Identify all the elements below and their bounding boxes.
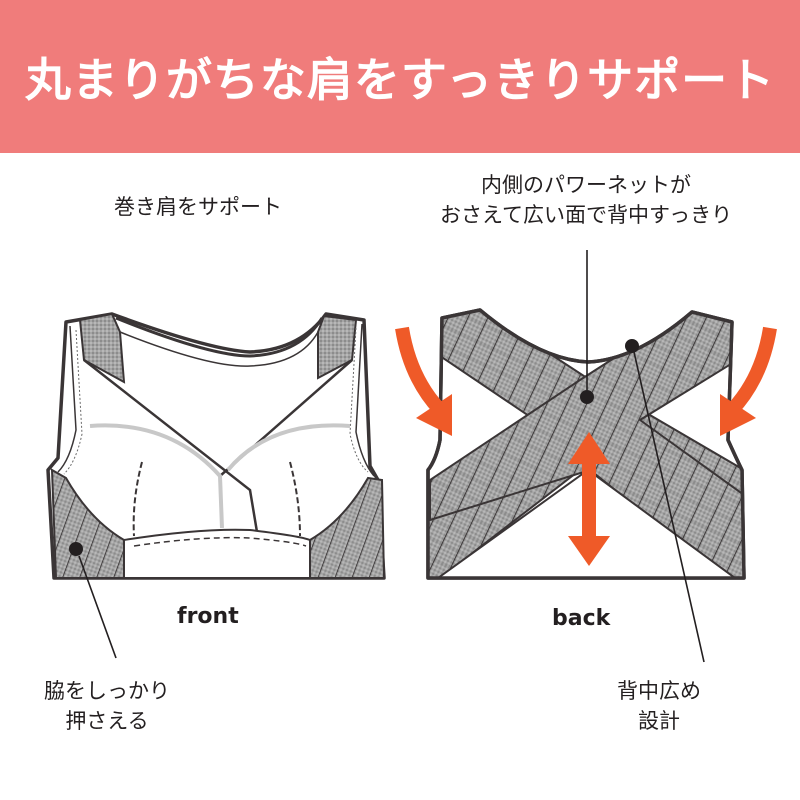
title-banner: 丸まりがちな肩をすっきりサポート	[0, 0, 800, 153]
banner-title: 丸まりがちな肩をすっきりサポート	[24, 52, 776, 107]
back-top-caption-line2: おさえて広い面で背中すっきり	[440, 203, 733, 227]
callout-dot-center	[580, 390, 594, 404]
curved-arrow-left-icon	[395, 326, 452, 436]
callout-line-side	[78, 555, 117, 659]
curved-arrow-right-icon	[720, 326, 777, 436]
front-top-caption: 巻き肩をサポート	[114, 195, 282, 219]
front-view-label: front	[177, 604, 239, 629]
callout-dot-side	[69, 542, 83, 556]
front-garment	[46, 312, 386, 659]
side-support-caption-line1: 脇をしっかり	[44, 679, 170, 703]
side-support-caption: 脇をしっかり 押さえる	[44, 676, 170, 736]
callout-dot-wide	[625, 339, 639, 353]
wide-back-caption-line2: 設計	[638, 709, 680, 733]
wide-back-caption-line1: 背中広め	[617, 679, 701, 703]
wide-back-caption: 背中広め 設計	[617, 676, 701, 736]
back-top-caption-line1: 内側のパワーネットが	[481, 173, 692, 197]
callout-line-wide	[633, 351, 705, 663]
vertical-double-arrow-icon	[568, 432, 610, 566]
side-support-caption-line2: 押さえる	[65, 709, 149, 733]
back-top-caption: 内側のパワーネットが おさえて広い面で背中すっきり	[440, 170, 732, 230]
back-view-label: back	[552, 606, 611, 631]
